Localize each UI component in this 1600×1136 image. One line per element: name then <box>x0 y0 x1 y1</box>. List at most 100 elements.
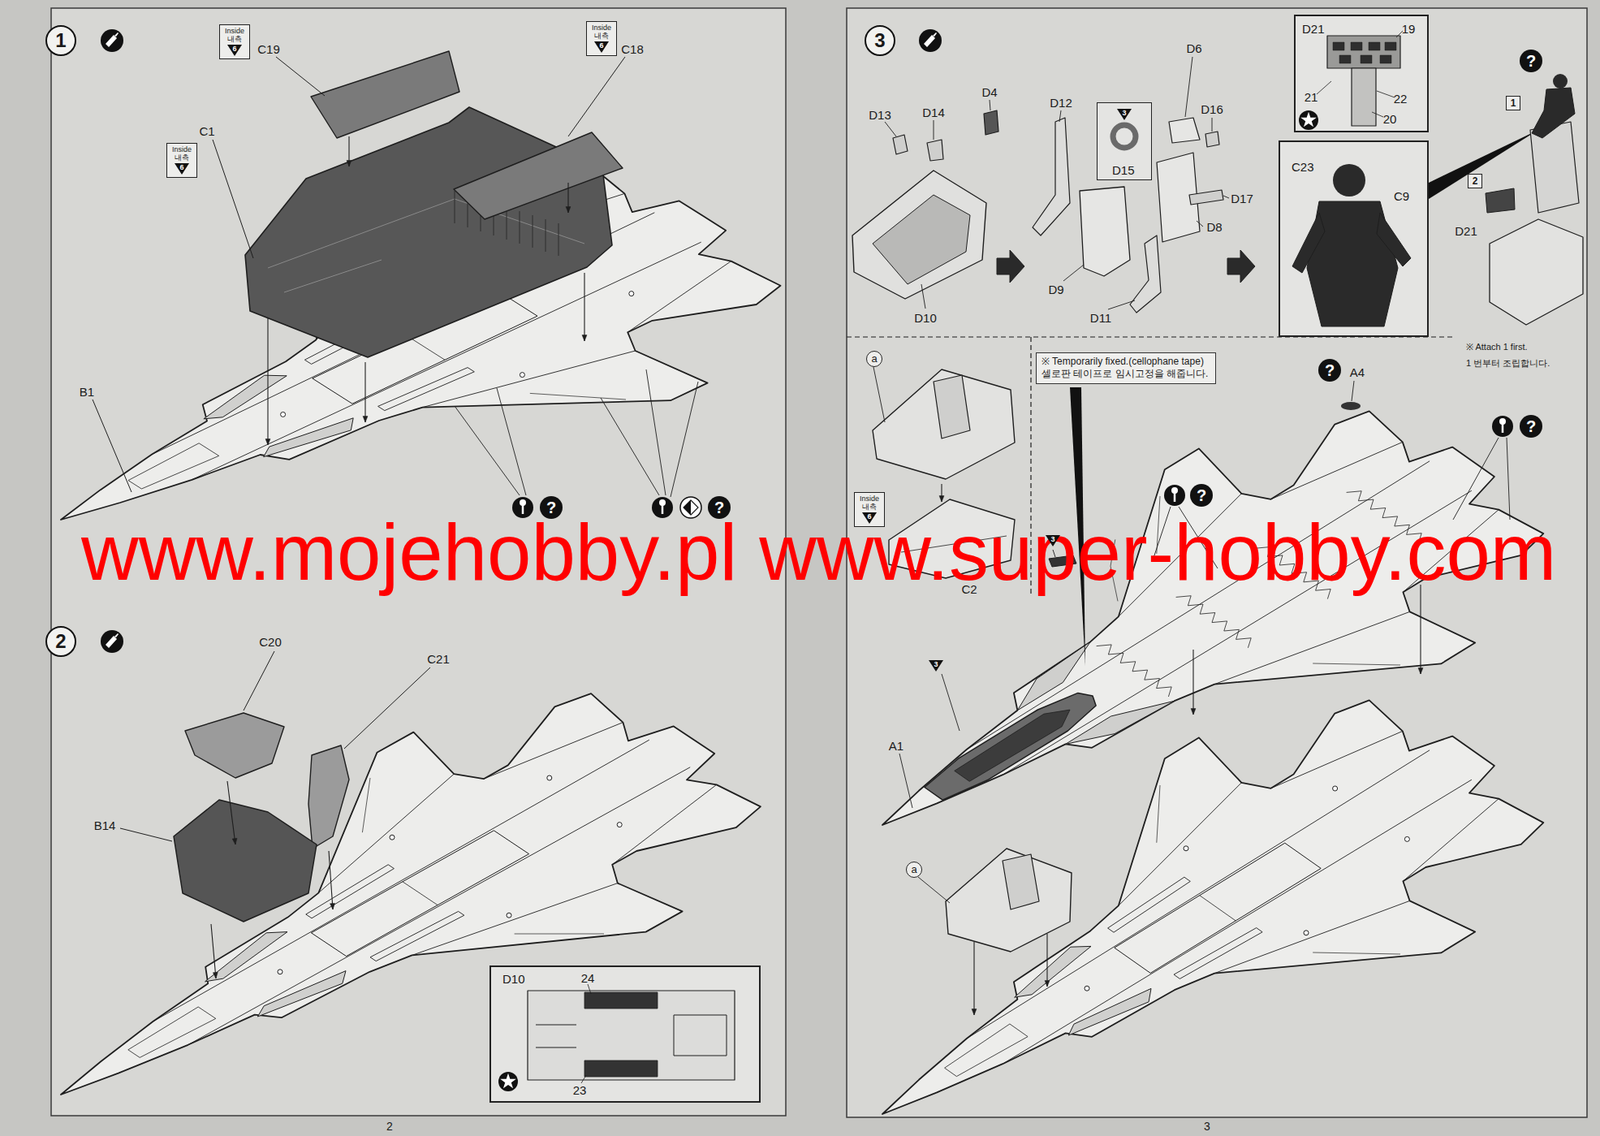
small-part <box>1485 188 1515 213</box>
assembly-line <box>1046 933 1048 987</box>
help-icon: ? <box>1519 49 1543 73</box>
note-box: ※ Temporarily fixed.(cellophane tape)셀로판… <box>1035 352 1217 384</box>
pin-icon <box>1171 487 1178 494</box>
tub-detail <box>673 1014 727 1056</box>
inside-tag: Inside 내측6 <box>166 142 198 178</box>
inset-ground <box>1280 142 1428 336</box>
instrument-panel <box>1332 42 1345 51</box>
sawtooth-panel <box>1096 644 1173 697</box>
assembly-line <box>1192 649 1194 715</box>
seat-part <box>933 375 971 439</box>
option-star-icon <box>1300 112 1317 128</box>
panel-line <box>483 722 624 780</box>
instrument-panel <box>1350 42 1363 51</box>
intake <box>263 418 354 458</box>
part-detail <box>284 259 382 293</box>
part-label: 22 <box>1393 91 1408 106</box>
panel-line <box>514 933 604 935</box>
panel-line <box>1214 900 1410 973</box>
node-text: D15 <box>1112 163 1135 177</box>
step-number-badge: 2 <box>45 625 77 657</box>
order-box: 1 <box>1505 95 1521 111</box>
arrow-head <box>346 160 352 167</box>
panel-line <box>1312 663 1401 665</box>
part-label: C19 <box>257 42 281 57</box>
instrument-panel <box>1360 55 1372 64</box>
page-number: 3 <box>1203 1119 1211 1133</box>
leader-line <box>92 399 132 492</box>
panel-line <box>1118 782 1243 906</box>
pilot-figure <box>1531 87 1575 139</box>
arrow-head <box>212 971 218 979</box>
side-bay <box>1173 927 1263 979</box>
panel-line <box>422 350 636 408</box>
part-label: D13 <box>868 107 892 122</box>
canopy-opening <box>924 692 1096 800</box>
node-text: 3 <box>874 29 885 52</box>
leader-line <box>918 876 950 903</box>
panel-line <box>362 777 371 833</box>
part-label: A4 <box>1349 365 1365 380</box>
option-star-icon <box>1298 110 1319 130</box>
leader-line <box>1211 117 1213 132</box>
intake <box>203 375 287 419</box>
inset-ground <box>1097 103 1152 180</box>
node-text: D10 <box>502 971 526 986</box>
cement-icon <box>105 635 117 648</box>
small-part <box>1189 189 1224 205</box>
assembly-line <box>973 941 975 1015</box>
intake <box>257 970 346 1017</box>
cockpit-tub-part <box>245 107 613 358</box>
assembly-line <box>267 318 268 445</box>
node-text: 1 <box>55 29 66 52</box>
part-box: 3D15 <box>1096 102 1152 181</box>
step-arrow <box>996 250 1025 283</box>
locating-hole <box>1084 985 1090 991</box>
rail-part <box>1032 117 1070 236</box>
part-label: A1 <box>888 738 904 753</box>
small-part <box>1341 401 1361 410</box>
intake <box>1065 700 1175 744</box>
panel-line <box>966 461 1430 750</box>
pin-icon <box>659 499 666 506</box>
leader-wedge <box>1428 129 1539 199</box>
leader-line <box>1371 112 1384 117</box>
intake <box>1017 641 1091 710</box>
locating-hole <box>506 912 512 918</box>
locating-hole <box>1303 930 1309 936</box>
arrow-head <box>565 207 571 213</box>
arrow-head <box>330 902 336 910</box>
part-detail <box>558 223 560 256</box>
part-detail <box>454 190 456 224</box>
part-label: D12 <box>1049 95 1073 110</box>
arrow-head <box>971 1009 977 1015</box>
detail-paint <box>584 991 658 1009</box>
tub-part <box>872 369 1015 479</box>
arrow-head <box>1418 668 1424 674</box>
node-text: C23 <box>1291 159 1315 174</box>
panel-line <box>1312 952 1401 954</box>
tub-part <box>1489 219 1583 325</box>
node-text: Inside 내측 <box>857 494 882 511</box>
part-label: C21 <box>426 651 450 666</box>
panel-part <box>310 51 460 139</box>
help-icon: ? <box>1190 483 1213 507</box>
cement-icon <box>100 29 124 52</box>
locating-hole <box>629 291 634 297</box>
part-label: D8 <box>1206 219 1222 234</box>
cement-icon <box>923 34 936 48</box>
fuselage-half <box>60 693 761 1095</box>
node-text: Inside 내측 <box>169 145 195 162</box>
leader-line <box>1223 195 1230 199</box>
part-label: C2 <box>961 582 977 596</box>
panel-part <box>453 132 623 220</box>
tub-detail <box>535 1047 577 1048</box>
part-label: D10 <box>914 310 937 325</box>
ring-part <box>1112 125 1136 148</box>
arrow-head <box>265 439 271 445</box>
detail-inset: D10 <box>489 965 761 1103</box>
panel-line <box>1271 730 1403 788</box>
leader-line <box>600 397 660 496</box>
paint-number: 3 <box>1116 108 1132 121</box>
node-text: 2 <box>55 629 66 653</box>
